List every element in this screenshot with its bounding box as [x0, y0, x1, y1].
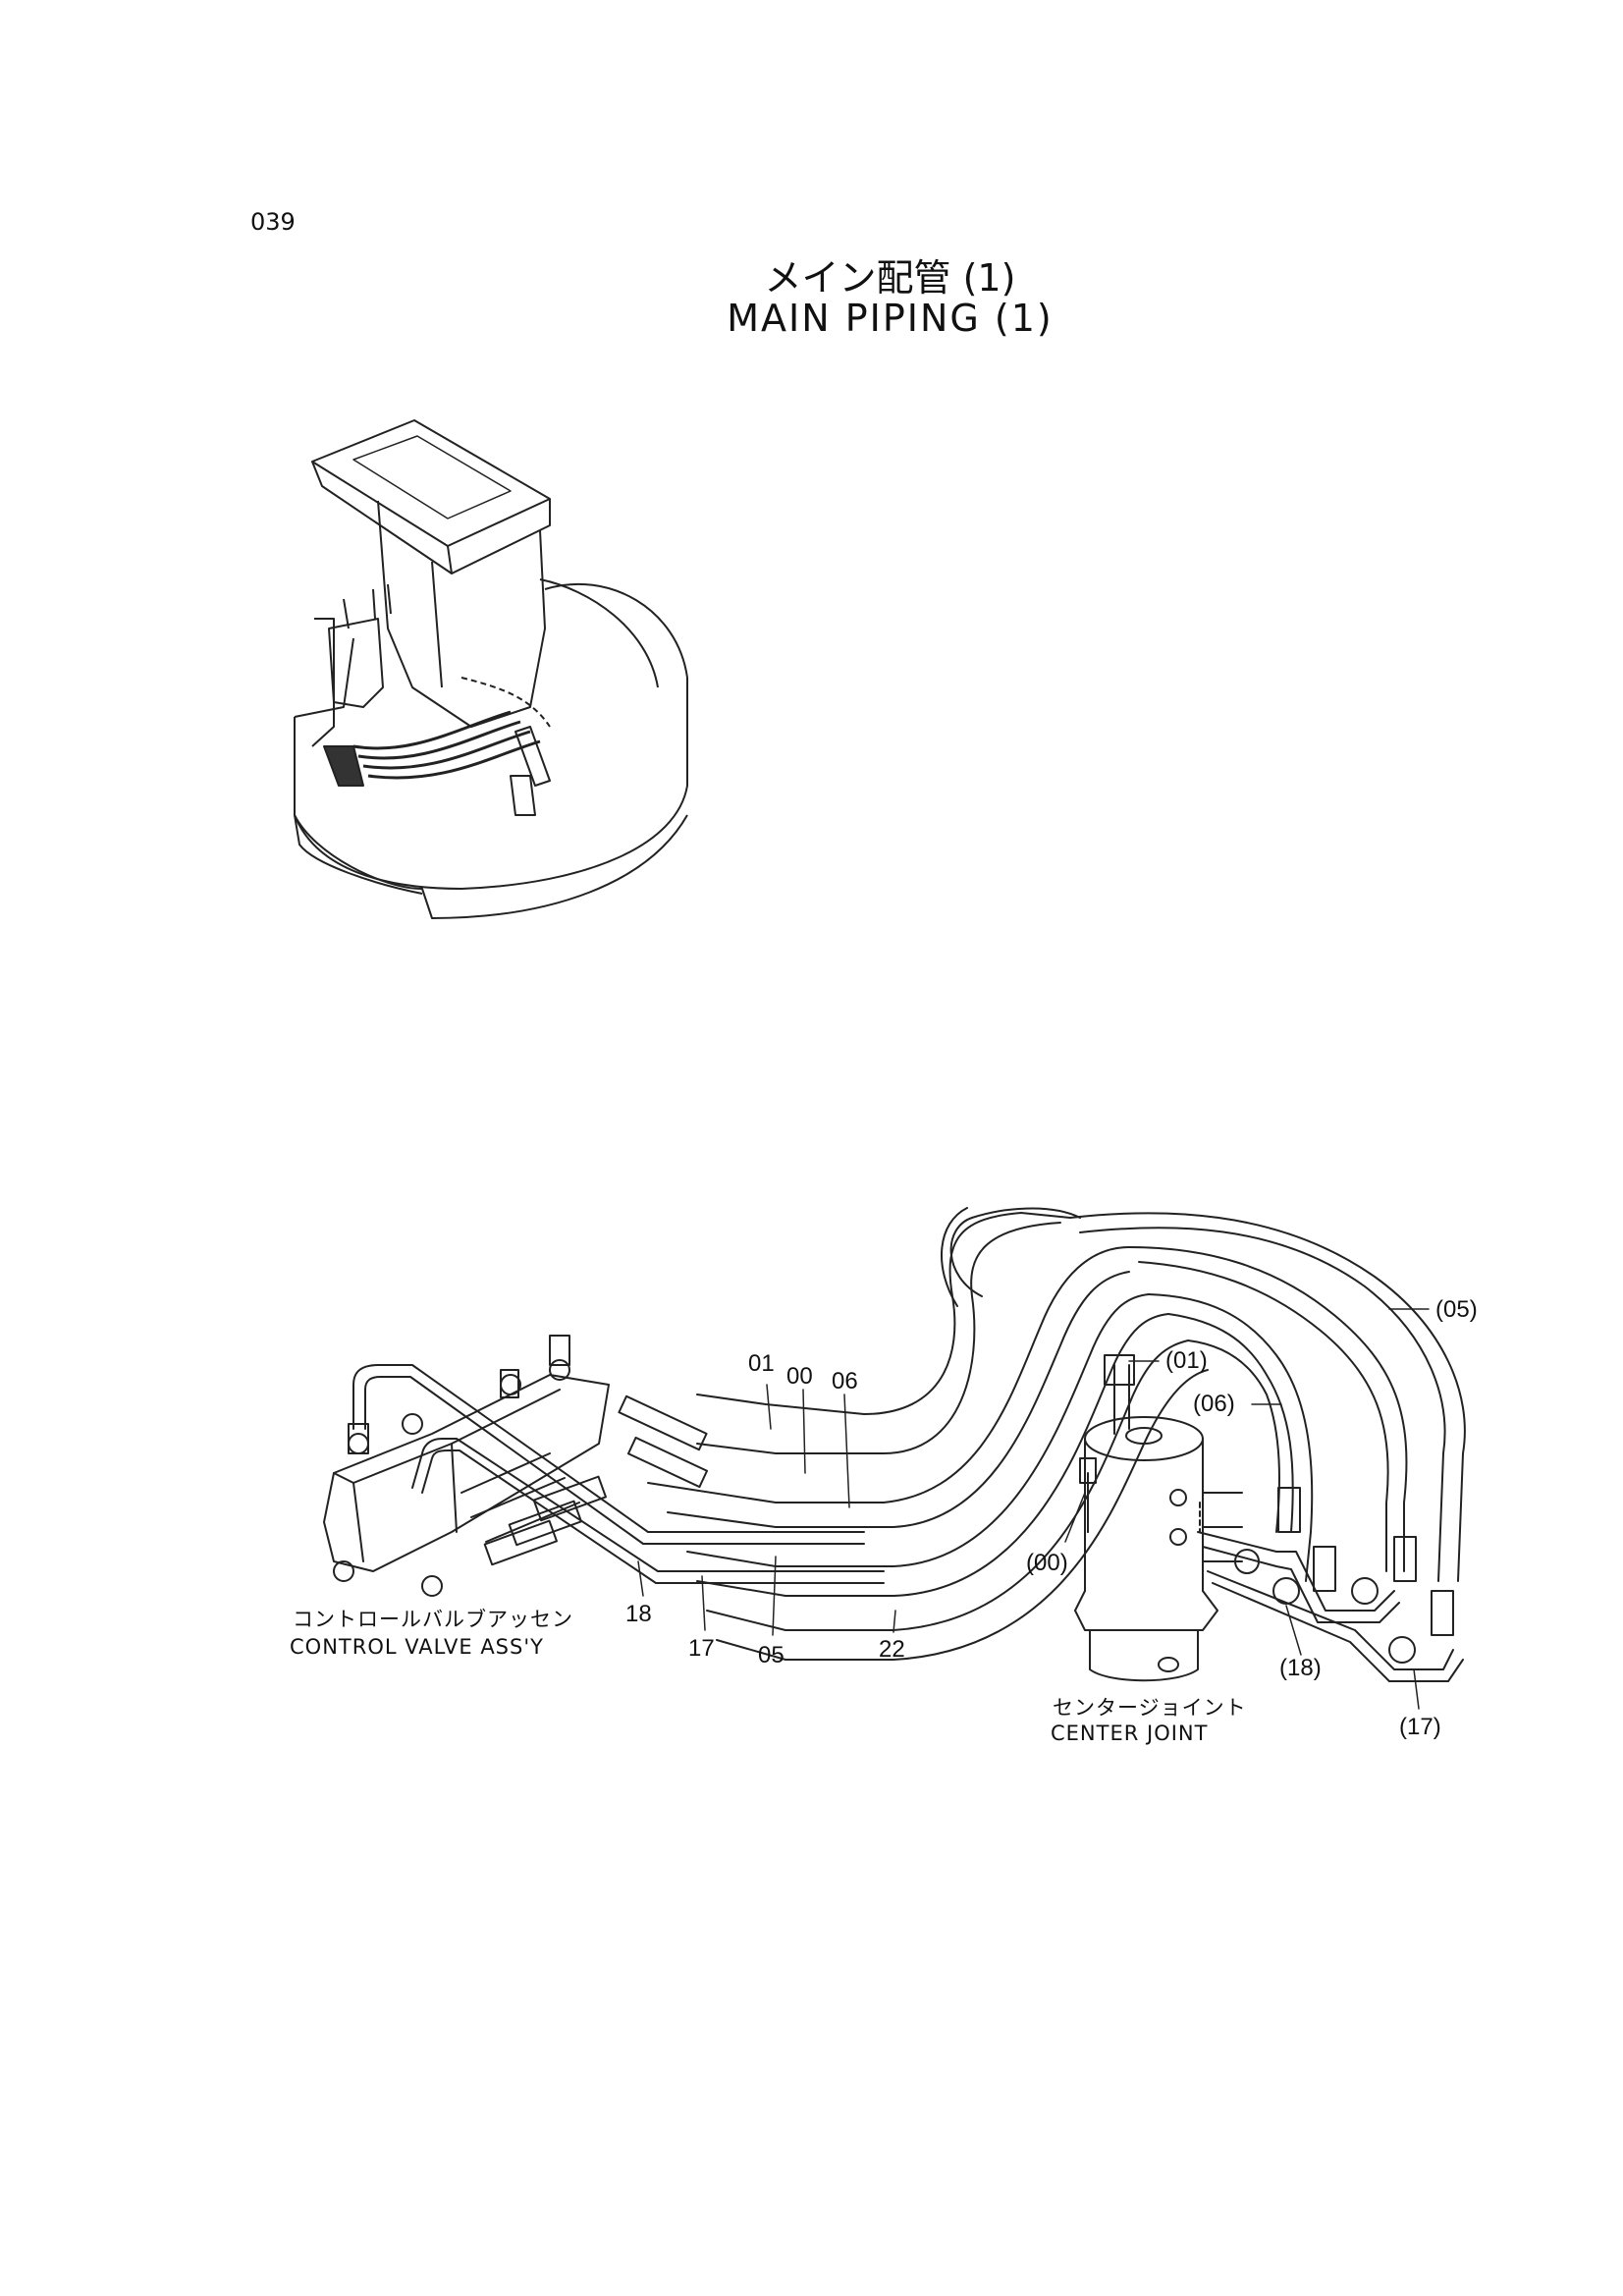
control-valve-label-english: CONTROL VALVE ASS'Y	[290, 1635, 544, 1659]
right-fittings	[1234, 1487, 1454, 1664]
callout-17-parenthesized: (17)	[1399, 1714, 1441, 1740]
page-title-english: MAIN PIPING (1)	[727, 297, 1054, 340]
page-title-japanese: メイン配管 (1)	[764, 256, 1016, 300]
callout-17: 17	[688, 1635, 715, 1662]
hose-05-right	[1069, 1212, 1466, 1582]
pipe-18-segment	[352, 1364, 865, 1533]
center-joint	[1074, 1354, 1243, 1682]
page-number: 039	[250, 208, 296, 236]
pipe-18-right	[1197, 1531, 1395, 1612]
center-joint-label-english: CENTER JOINT	[1051, 1722, 1209, 1745]
callout-00: 00	[786, 1363, 813, 1390]
pipe-17-segment	[411, 1438, 885, 1572]
callout-00-parenthesized: (00)	[1026, 1550, 1068, 1576]
callout-22: 22	[879, 1636, 905, 1663]
pipe-17-right	[1207, 1570, 1454, 1670]
callout-18: 18	[625, 1601, 652, 1627]
counterweight	[294, 814, 688, 919]
callout-05-parenthesized: (05)	[1435, 1296, 1478, 1323]
control-valve-label-japanese: コントロールバルブアッセン	[293, 1608, 573, 1631]
callout-06: 06	[832, 1368, 858, 1394]
callout-01-parenthesized: (01)	[1165, 1347, 1208, 1374]
control-valve-assembly	[323, 1335, 610, 1597]
upper-deck	[294, 582, 688, 890]
hose-bundle	[647, 1212, 1209, 1661]
center-joint-label-japanese: センタージョイント	[1053, 1696, 1247, 1720]
callout-01: 01	[748, 1350, 775, 1377]
callout-18-parenthesized: (18)	[1279, 1655, 1322, 1681]
leader-lines	[637, 1308, 1430, 1710]
upper-loop	[949, 1207, 1081, 1297]
callout-06-parenthesized: (06)	[1193, 1391, 1235, 1417]
hose-bundle-sketch	[352, 710, 541, 780]
callout-05: 05	[758, 1642, 784, 1668]
